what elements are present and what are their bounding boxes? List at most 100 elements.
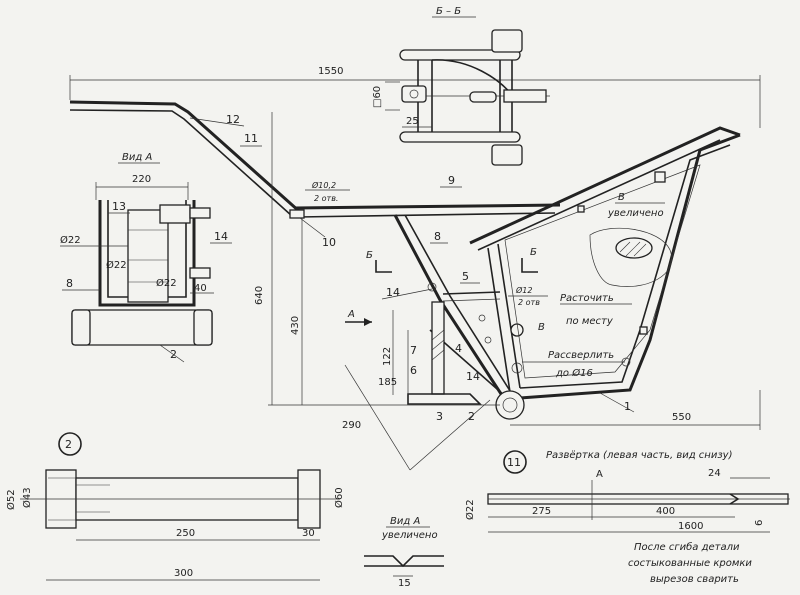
part-9: 9 [448,174,455,187]
dim-square-60: □60 [372,86,383,108]
dim-122: 122 [382,347,393,366]
dim-d43: Ø43 [21,487,33,508]
dim-400: 400 [656,506,675,517]
rear-loop-tube [519,133,741,400]
bore-note-2: по месту [566,316,614,327]
tab [654,171,666,183]
part-3: 3 [436,410,443,423]
dim-d22-a: Ø22 [60,234,81,246]
section-arrow-b-left: Б [366,250,373,261]
dim-30: 30 [302,528,315,539]
front-down-tube [393,214,507,401]
rear-inner-tube [487,247,511,393]
part-5: 5 [462,270,469,283]
dim-d22-unfold: Ø22 [464,499,476,520]
dim-6: 6 [754,520,765,526]
note-line-1: После сгиба детали [634,541,740,553]
dim-550: 550 [672,412,691,423]
part-6: 6 [410,364,417,377]
unfold-mark-a: А [596,469,603,480]
part-2: 2 [468,410,475,423]
hole [427,282,437,292]
front-upper-tube-inner [69,109,293,217]
dim-15: 15 [398,578,411,589]
dim-24: 24 [708,468,721,479]
dim-1550: 1550 [318,66,343,77]
label-b: В [538,322,545,333]
bore-note-1: Расточить [560,293,614,304]
rear-gusset [504,164,701,379]
view-b-bubble [589,227,673,287]
dim-185: 185 [378,377,397,388]
dim-d22-b: Ø22 [106,259,127,271]
crossbar-lower [442,298,501,302]
part-1: 1 [624,400,631,413]
main-callouts: Ø10,2 2 отв. Ø12 2 отв Расточить по мест… [189,113,665,423]
upper-rail [294,203,561,210]
base-plate [407,393,482,405]
dim-250: 250 [176,528,195,539]
part-8-view-a: 8 [66,277,73,290]
hole-10-count: 2 отв. [314,194,338,203]
main-frame-view [69,100,741,420]
front-upper-tube [69,100,301,214]
view-b-subtitle: увеличено [607,208,664,219]
vertical-post [431,301,445,395]
pivot-tube [495,390,525,420]
view-a: Вид А 220 13 14 8 2 Ø22 Ø22 Ø22 40 [60,152,232,363]
main-dimensions: 1550 640 430 550 290 185 122 Б Б А [69,66,761,471]
hole-12-label: Ø12 [515,285,532,295]
part-13: 13 [112,200,126,213]
part-14-b: 14 [466,370,480,383]
note-line-2: состыкованные кромки [628,558,752,569]
view-a-enlarged-subtitle: увеличено [381,530,438,541]
note-line-3: вырезов сварить [650,574,739,585]
detail-11: 11 Развёртка (левая часть, вид снизу) А … [464,450,790,585]
part-7: 7 [410,344,417,357]
detail-2: 2 Ø52 Ø43 Ø60 250 30 300 [5,432,345,581]
hole-10-label: Ø10,2 [311,180,336,190]
hole-12-count: 2 отв [518,298,540,307]
part-12: 12 [226,113,240,126]
part-8: 8 [434,230,441,243]
section-arrow-b-right: Б [530,247,537,258]
plate-10 [289,209,305,219]
unfold-title: Развёртка (левая часть, вид снизу) [546,450,732,461]
upper-rail-lower [297,212,556,218]
dim-d22-c: Ø22 [156,277,177,289]
dim-290: 290 [342,420,361,431]
view-a-title: Вид А [122,152,152,163]
part-14-view-a: 14 [214,230,228,243]
arrow-a: А [347,309,355,320]
drill-note-1: Рассверлить [548,350,614,361]
view-a-enlarged-title: Вид А [390,516,420,527]
section-bb-view: Б – Б □60 25 [372,6,550,166]
dim-220: 220 [132,174,151,185]
section-bb-title: Б – Б [436,6,461,17]
part-11: 11 [244,132,258,145]
rear-upper-tube-inner [477,139,721,251]
detail-2-label: 2 [65,438,72,451]
dim-d60: Ø60 [333,487,345,508]
dim-430: 430 [290,316,301,335]
rear-inner-tube-b [497,243,521,389]
drill-note-2: до Ø16 [555,367,593,379]
part-10: 10 [322,236,336,249]
dim-d52: Ø52 [5,489,17,510]
crossbar [442,291,501,295]
part-4: 4 [455,342,462,355]
detail-11-label: 11 [507,456,521,469]
dim-640: 640 [254,286,265,305]
dim-300: 300 [174,568,193,579]
view-b-title: В [618,192,625,203]
front-down-tube-inner [404,214,513,395]
dim-25: 25 [406,116,419,127]
rear-upper-tube [469,126,741,245]
boss [510,323,524,337]
dim-1600: 1600 [678,521,703,532]
dim-275: 275 [532,506,551,517]
view-a-enlarged: Вид А увеличено 15 [364,516,444,589]
dim-40: 40 [194,283,207,294]
